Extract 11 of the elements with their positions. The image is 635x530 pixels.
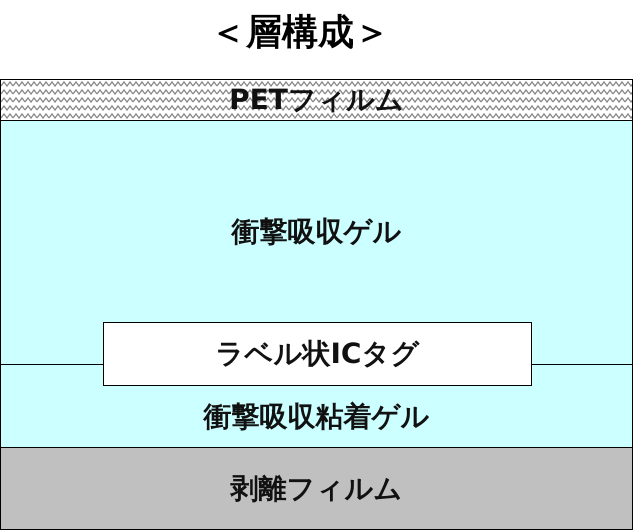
layer-label: ラベル状ICタグ: [216, 336, 420, 372]
adhesive-gel-layer: [0, 386, 633, 448]
film-layer: [0, 79, 633, 121]
release-film-layer: [0, 447, 633, 530]
layer-label: PETフィルム: [229, 82, 404, 118]
layer-label: 剥離フィルム: [230, 470, 402, 506]
diagram-title: ＜層構成＞: [209, 11, 391, 55]
layer-label: 衝撃吸収粘着ゲル: [204, 398, 430, 434]
gel-layer: [0, 120, 633, 323]
tag-layer: [103, 322, 532, 386]
layer-label: 衝撃吸収ゲル: [232, 214, 402, 250]
